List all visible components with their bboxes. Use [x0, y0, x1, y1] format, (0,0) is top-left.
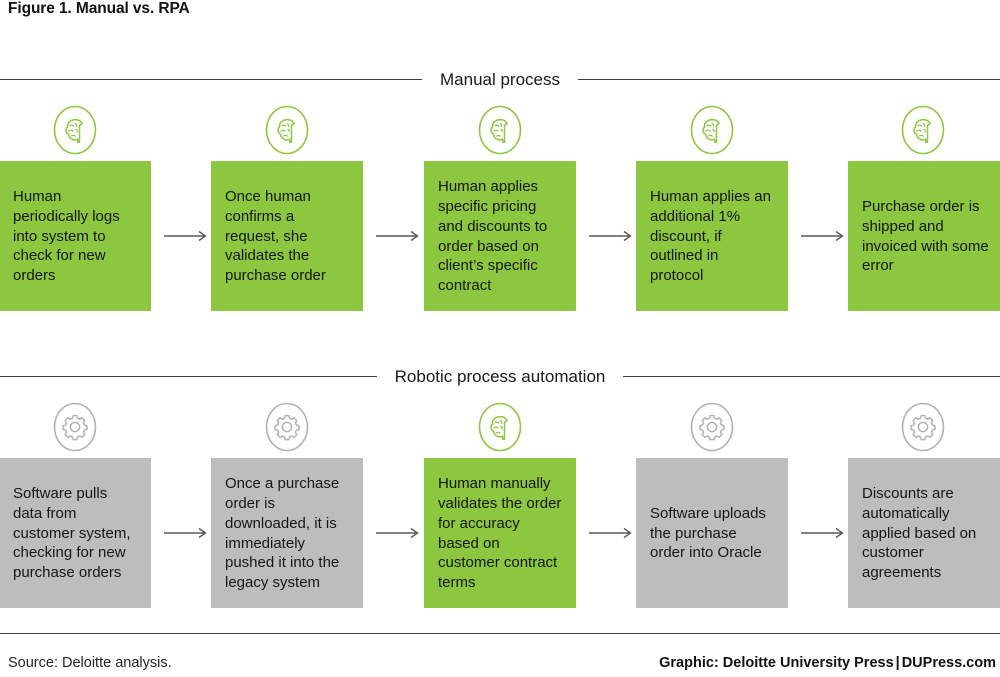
credit-website[interactable]: DUPress.com	[901, 655, 996, 671]
step-text: Purchase order is shipped and invoiced w…	[862, 197, 989, 275]
figure-title: Figure 1. Manual vs. RPA	[8, 0, 190, 17]
process-row-manual: Human periodically logs into system to c…	[0, 105, 1000, 311]
flow-arrow	[801, 230, 847, 242]
step-box[interactable]: Human applies specific pricing and disco…	[424, 161, 576, 311]
step-text: Human periodically logs into system to c…	[13, 187, 120, 285]
brain-icon	[690, 105, 734, 155]
flow-arrow	[376, 230, 422, 242]
step-text: Software uploads the purchase order into…	[650, 504, 766, 562]
source-note: Source: Deloitte analysis.	[8, 655, 172, 671]
section-rule-left	[0, 78, 422, 80]
process-row-rpa: Software pulls data from customer system…	[0, 402, 1000, 608]
step-text: Discounts are automatically applied base…	[862, 484, 977, 582]
step-box[interactable]: Once a purchase order is downloaded, it …	[211, 458, 363, 608]
section-rule-left	[0, 375, 377, 377]
step-text: Once human confirms a request, she valid…	[225, 187, 326, 285]
step-box[interactable]: Software pulls data from customer system…	[0, 458, 151, 608]
brain-icon	[53, 105, 97, 155]
flow-arrow	[376, 527, 422, 539]
credit-separator: |	[895, 655, 900, 671]
section-header-manual: Manual process	[0, 68, 1000, 90]
step-box[interactable]: Human periodically logs into system to c…	[0, 161, 151, 311]
gear-icon	[53, 402, 97, 452]
gear-icon	[690, 402, 734, 452]
step-box[interactable]: Once human confirms a request, she valid…	[211, 161, 363, 311]
gear-icon	[901, 402, 945, 452]
brain-icon	[478, 402, 522, 452]
step-text: Software pulls data from customer system…	[13, 484, 131, 582]
credit-publisher: Graphic: Deloitte University Press	[659, 655, 894, 671]
section-label-manual: Manual process	[440, 69, 561, 89]
graphic-credit: Graphic: Deloitte University Press|DUPre…	[659, 655, 996, 671]
flow-arrow	[589, 230, 635, 242]
step-box[interactable]: Discounts are automatically applied base…	[848, 458, 1000, 608]
brain-icon	[901, 105, 945, 155]
step-text: Once a purchase order is downloaded, it …	[225, 474, 340, 592]
flow-arrow	[164, 527, 210, 539]
footer-divider	[0, 633, 1000, 634]
step-box[interactable]: Human applies an additional 1% discount,…	[636, 161, 788, 311]
gear-icon	[265, 402, 309, 452]
step-text: Human manually validates the order for a…	[438, 474, 562, 592]
step-box[interactable]: Purchase order is shipped and invoiced w…	[848, 161, 1000, 311]
flow-arrow	[164, 230, 210, 242]
section-header-rpa: Robotic process automation	[0, 365, 1000, 387]
step-text: Human applies an additional 1% discount,…	[650, 187, 771, 285]
section-rule-right	[578, 78, 1000, 80]
step-text: Human applies specific pricing and disco…	[438, 177, 548, 295]
step-box[interactable]: Human manually validates the order for a…	[424, 458, 576, 608]
section-rule-right	[623, 375, 1000, 377]
flow-arrow	[801, 527, 847, 539]
brain-icon	[478, 105, 522, 155]
brain-icon	[265, 105, 309, 155]
flow-arrow	[589, 527, 635, 539]
step-box[interactable]: Software uploads the purchase order into…	[636, 458, 788, 608]
section-label-rpa: Robotic process automation	[394, 366, 606, 386]
